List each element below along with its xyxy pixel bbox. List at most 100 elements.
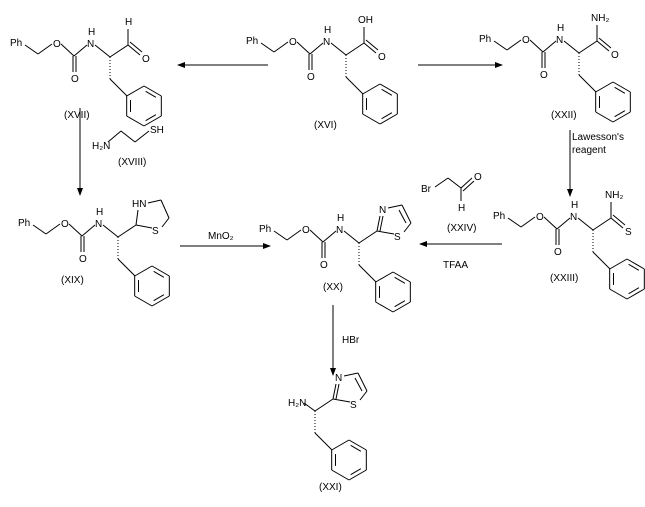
atom-label-h: H xyxy=(557,23,564,34)
atom-label-s: S xyxy=(625,227,632,238)
bond xyxy=(343,372,359,377)
bond xyxy=(330,42,347,56)
bond xyxy=(73,44,88,57)
bond xyxy=(314,432,333,451)
atom-label-sh: SH xyxy=(150,125,164,136)
atom-label-n: N xyxy=(95,219,102,230)
atom-label-ph: Ph xyxy=(246,36,258,47)
bond xyxy=(107,130,122,143)
ring-double-bond xyxy=(394,300,406,308)
bond xyxy=(286,229,302,241)
atom-label-n: N xyxy=(556,35,563,46)
double-bond xyxy=(462,180,475,192)
bond xyxy=(273,230,288,241)
atom-label-h: H xyxy=(337,213,344,224)
bond xyxy=(556,217,571,230)
atom-label-n: N xyxy=(87,39,94,50)
atom-label-h: H xyxy=(88,27,95,38)
ring-double-bond xyxy=(614,110,626,118)
bond xyxy=(592,217,612,231)
bond xyxy=(120,130,136,143)
atom-label-o: O xyxy=(474,172,482,183)
ring-bond xyxy=(134,265,153,277)
ring-double-bond xyxy=(145,114,157,122)
label-xix: (XIX) xyxy=(61,275,84,286)
double-bond xyxy=(460,177,473,189)
ring-bond xyxy=(126,115,145,127)
ring-double-bond xyxy=(350,444,362,452)
atom-label-o: O xyxy=(142,54,150,65)
double-bond xyxy=(335,383,340,400)
atom-label-o: O xyxy=(522,35,530,46)
label-xvi: (XVI) xyxy=(314,120,337,131)
bond xyxy=(303,402,316,412)
ring-bond xyxy=(375,301,394,313)
atom-label-h: H xyxy=(324,25,331,36)
bond xyxy=(343,230,360,244)
bond xyxy=(345,42,365,56)
ring-double-bond xyxy=(628,287,640,295)
ring-bond xyxy=(379,83,398,95)
ring-bond xyxy=(612,81,631,93)
atom-label-nh2: NH₂ xyxy=(605,190,623,201)
ring-bond xyxy=(375,271,394,283)
bond xyxy=(507,217,522,228)
label-xxi: (XXI) xyxy=(319,482,342,493)
ring-bond xyxy=(151,295,170,307)
atom-label-o: O xyxy=(302,225,310,236)
atom-label-n: N xyxy=(335,373,342,384)
bond xyxy=(563,40,580,54)
ring-bond xyxy=(626,288,645,300)
bond xyxy=(376,230,395,235)
bond xyxy=(493,40,508,51)
ring-bond xyxy=(143,115,162,127)
bond xyxy=(592,251,611,270)
atom-label-o: O xyxy=(378,52,386,63)
atom-label-s: S xyxy=(152,226,159,237)
bond xyxy=(309,42,324,55)
atom-label-h: H xyxy=(571,200,578,211)
ring-bond xyxy=(348,439,367,451)
atom-label-o: O xyxy=(61,219,69,230)
bond xyxy=(332,398,351,403)
bond xyxy=(387,204,403,209)
ring-bond xyxy=(626,258,645,270)
bond xyxy=(60,43,75,57)
bond xyxy=(403,222,412,233)
label-xx: (XX) xyxy=(323,282,343,293)
bond xyxy=(529,39,544,53)
atom-label-h: H xyxy=(125,17,132,28)
atom-label-o: O xyxy=(289,37,297,48)
atom-label-hn: HN xyxy=(132,199,146,210)
bond xyxy=(135,224,153,229)
bond xyxy=(401,204,412,224)
bond xyxy=(109,44,129,58)
ring-bond xyxy=(331,439,350,451)
ring-bond xyxy=(143,85,162,97)
reagent-tfaa: TFAA xyxy=(443,260,468,271)
ring-bond xyxy=(151,265,170,277)
bond xyxy=(543,216,558,230)
bond xyxy=(273,41,289,53)
atom-label-o: O xyxy=(320,260,328,271)
atom-label-n: N xyxy=(379,205,386,216)
ring-double-bond xyxy=(153,270,165,278)
bond xyxy=(314,398,334,412)
ring-bond xyxy=(609,288,628,300)
bond xyxy=(37,43,53,55)
ring-bond xyxy=(392,301,411,313)
bond xyxy=(322,230,337,243)
atom-label-h: H xyxy=(458,203,465,214)
bond xyxy=(161,217,170,228)
double-bond xyxy=(129,41,143,53)
atom-label-ph: Ph xyxy=(18,218,30,229)
bond xyxy=(147,199,162,204)
ring-bond xyxy=(126,85,145,97)
bond xyxy=(81,224,96,237)
atom-label-o: O xyxy=(53,39,61,50)
atom-label-h2n: H₂N xyxy=(92,141,110,152)
